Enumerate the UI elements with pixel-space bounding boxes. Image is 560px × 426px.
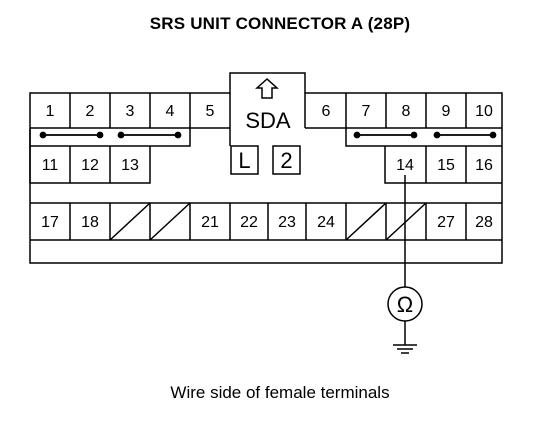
diagram-caption: Wire side of female terminals (170, 383, 390, 402)
connector-outline (29, 72, 503, 264)
pin-15: 15 (437, 157, 455, 174)
pin-10: 10 (475, 103, 493, 120)
pin-4: 4 (166, 103, 175, 120)
pin-9: 9 (442, 103, 451, 120)
shorting-bar-left-region (29, 128, 191, 147)
pin-12: 12 (81, 157, 99, 174)
key-2-box (272, 145, 301, 175)
pin-17: 17 (41, 214, 59, 231)
ohm-symbol: Ω (397, 292, 413, 317)
pin-21: 21 (201, 214, 219, 231)
pin-16: 16 (475, 157, 493, 174)
pin-6: 6 (322, 103, 331, 120)
pin-11: 11 (42, 157, 59, 174)
pin-22: 22 (240, 214, 258, 231)
key-l-label: L (238, 148, 250, 173)
key-l-box (230, 145, 259, 175)
pin-14: 14 (396, 157, 414, 174)
ground-icon (393, 344, 417, 354)
pin-2: 2 (86, 103, 95, 120)
pin-7: 7 (362, 103, 371, 120)
shorting-bar-right-region (345, 128, 502, 147)
up-arrow-icon (255, 77, 279, 99)
pin-28: 28 (475, 214, 493, 231)
pin-18: 18 (81, 214, 99, 231)
pin-24: 24 (317, 214, 335, 231)
pin-3: 3 (126, 103, 135, 120)
pin-27: 27 (437, 214, 455, 231)
diagram-title: SRS UNIT CONNECTOR A (28P) (149, 14, 411, 33)
pin-1: 1 (46, 103, 55, 120)
pin-13: 13 (121, 157, 139, 174)
pin-23: 23 (278, 214, 296, 231)
pin-5: 5 (206, 103, 215, 120)
pin-8: 8 (402, 103, 411, 120)
key-2-label: 2 (280, 148, 292, 173)
sda-label: SDA (245, 108, 291, 133)
